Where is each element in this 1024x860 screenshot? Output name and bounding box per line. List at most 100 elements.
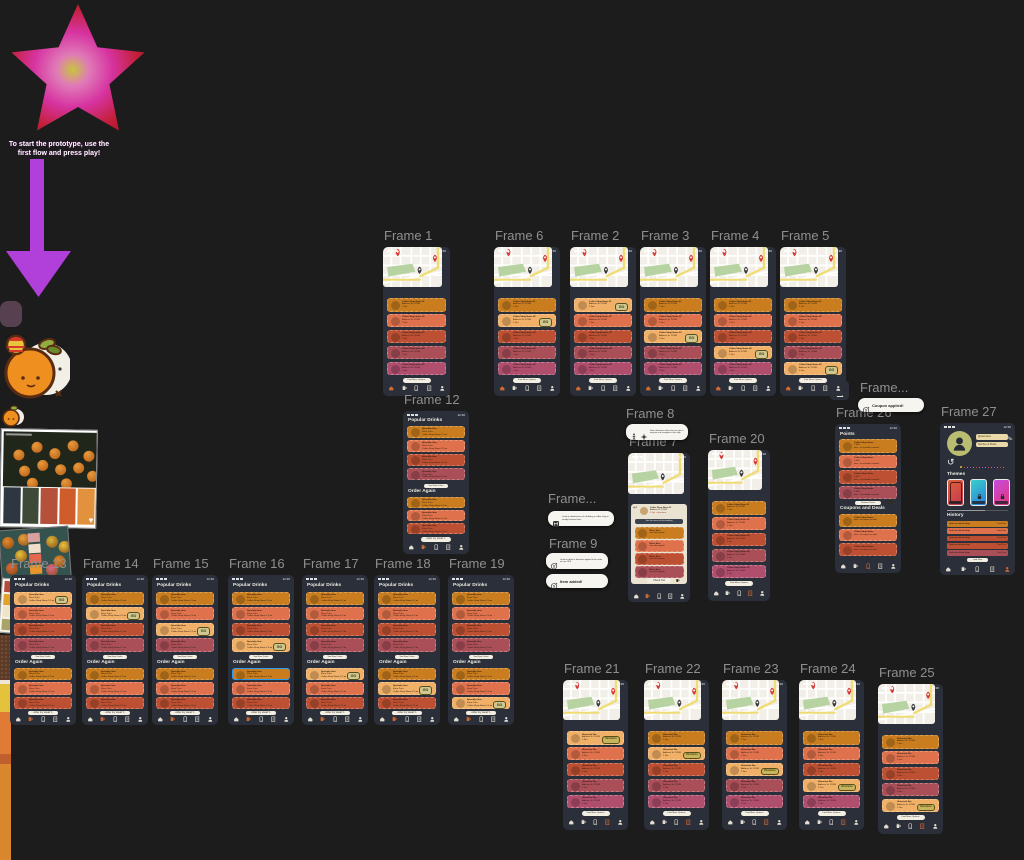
profile-icon[interactable] [853,819,860,826]
find-more-pill[interactable]: Find More Options [896,815,925,820]
map-view[interactable] [710,247,768,287]
drink-cup-icon[interactable] [319,716,326,723]
see-more-pill[interactable]: See More Drinks [469,655,493,659]
phone-scan-icon[interactable] [670,385,677,392]
receipt-icon[interactable] [840,819,847,826]
find-more-pill[interactable]: Find More Options [725,581,753,586]
receipt-icon[interactable] [763,819,770,826]
home-icon[interactable] [87,716,94,723]
drink-cup-icon[interactable] [465,716,472,723]
home-icon[interactable] [233,716,240,723]
home-icon[interactable] [453,716,460,723]
order-usual-pill[interactable]: order my usual ✎ [246,710,276,716]
phone-scan-icon[interactable] [182,716,189,723]
phone-scan-icon[interactable] [865,563,872,570]
receipt-icon[interactable] [667,593,674,600]
redeem-pill[interactable]: Redeem Points [855,501,881,505]
profile-icon[interactable] [617,819,624,826]
find-more-pill[interactable]: Find More Options [729,378,757,383]
profile-icon[interactable] [835,385,842,392]
see-more-pill[interactable]: See More Drinks [103,655,127,659]
profile-icon[interactable] [357,716,364,723]
phone-scan-icon[interactable] [828,819,835,826]
see-more-pill[interactable]: See More Drinks [323,655,347,659]
map-view[interactable] [878,684,935,724]
theme-card[interactable] [993,479,1010,506]
map-view[interactable] [722,680,779,720]
phone-scan-icon[interactable] [404,716,411,723]
see-more-pill[interactable]: See More Drinks [395,655,419,659]
drink-cup-icon[interactable] [391,716,398,723]
theme-card[interactable] [947,479,964,506]
map-view[interactable] [644,680,701,720]
directions-button[interactable]: Directions [917,803,935,812]
profile-icon[interactable] [503,716,510,723]
see-more-pill[interactable]: See More Drinks [173,655,197,659]
receipt-icon[interactable] [989,566,996,573]
home-icon[interactable] [945,566,952,573]
drink-cup-icon[interactable] [852,563,859,570]
phone-scan-icon[interactable] [810,385,817,392]
profile-icon[interactable] [549,385,556,392]
home-icon[interactable] [633,593,640,600]
profile-icon[interactable] [776,819,783,826]
receipt-icon[interactable] [124,716,131,723]
home-icon[interactable] [727,819,734,826]
go-button[interactable]: GO [197,627,210,636]
order-usual-pill[interactable]: order my usual ✎ [421,537,451,542]
themes-scrollbar-thumb[interactable] [947,509,985,511]
drink-cup-icon[interactable] [797,385,804,392]
receipt-icon[interactable] [270,716,277,723]
map-view[interactable] [640,247,698,287]
drink-cup-icon[interactable] [511,385,518,392]
edit-quill-icon[interactable]: ✎ [1006,435,1014,444]
receipt-icon[interactable] [682,385,689,392]
receipt-icon[interactable] [919,823,926,830]
order-usual-pill[interactable]: order my usual ✎ [320,710,350,716]
go-button[interactable]: GO [825,366,838,375]
phone-scan-icon[interactable] [332,716,339,723]
map-view[interactable] [799,680,856,720]
drink-cup-icon[interactable] [816,819,823,826]
drink-cup-icon[interactable] [99,716,106,723]
